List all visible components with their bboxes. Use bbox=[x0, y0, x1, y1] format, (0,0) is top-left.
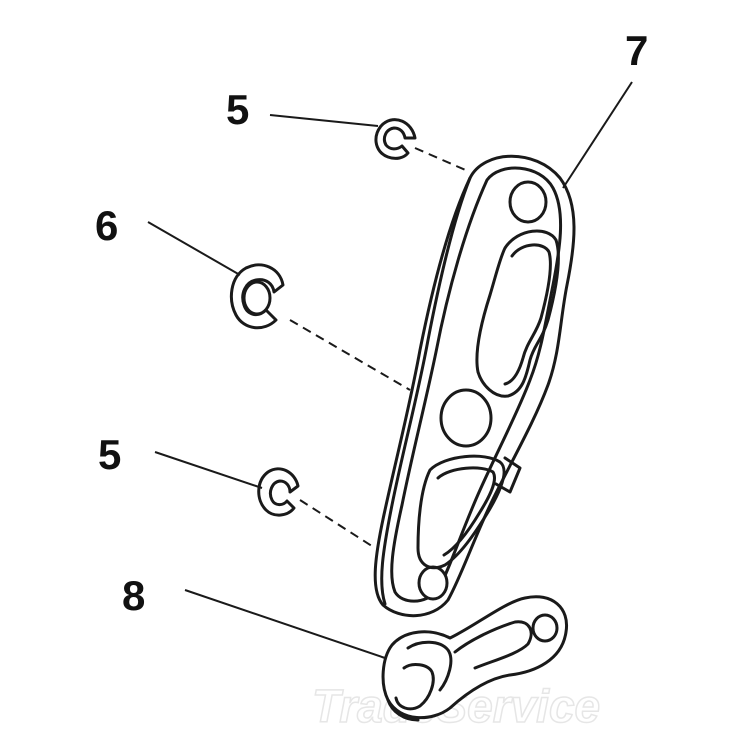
lower-clip-outer bbox=[257, 467, 300, 517]
arm-lower-pocket-inner bbox=[436, 466, 496, 557]
callout-5-upper: 5 bbox=[226, 86, 249, 133]
link-side-edge bbox=[386, 698, 420, 722]
arm-bottom-hole bbox=[417, 565, 449, 601]
part-5-upper-clip bbox=[374, 118, 417, 160]
part-8-link bbox=[381, 595, 569, 722]
link-fork-upper bbox=[406, 640, 453, 692]
arm-side-edge bbox=[380, 176, 472, 606]
leader-8 bbox=[184, 589, 386, 659]
leader-6 bbox=[147, 221, 241, 276]
arm-upper-pocket-inner bbox=[503, 243, 552, 386]
link-slot bbox=[453, 620, 533, 670]
leader-7 bbox=[562, 81, 633, 189]
leader-5-lower bbox=[154, 451, 263, 489]
part-6-washer bbox=[229, 263, 285, 330]
arm-outer-outline bbox=[373, 154, 576, 618]
dash-washer-to-arm bbox=[289, 319, 411, 391]
arm-upper-pocket bbox=[475, 229, 560, 398]
arm-top-hole bbox=[508, 180, 548, 224]
part-5-lower-clip bbox=[257, 467, 300, 517]
leader-5-upper bbox=[269, 114, 379, 127]
link-fork-lower bbox=[394, 663, 435, 711]
arm-side-tab bbox=[494, 456, 522, 494]
arm-lower-pocket bbox=[416, 454, 506, 570]
callout-8: 8 bbox=[122, 572, 145, 619]
arm-middle-hole bbox=[439, 388, 493, 448]
part-7-arm bbox=[373, 154, 576, 618]
link-outline bbox=[381, 595, 569, 720]
callout-6: 6 bbox=[95, 202, 118, 249]
callout-5-lower: 5 bbox=[98, 431, 121, 478]
upper-clip-outer bbox=[374, 118, 417, 160]
dash-upper-clip-to-arm bbox=[414, 147, 471, 173]
washer-inner-edge bbox=[242, 280, 272, 316]
link-end-hole bbox=[531, 613, 559, 643]
dash-lower-clip-to-arm bbox=[299, 499, 376, 549]
callout-7: 7 bbox=[625, 27, 648, 74]
